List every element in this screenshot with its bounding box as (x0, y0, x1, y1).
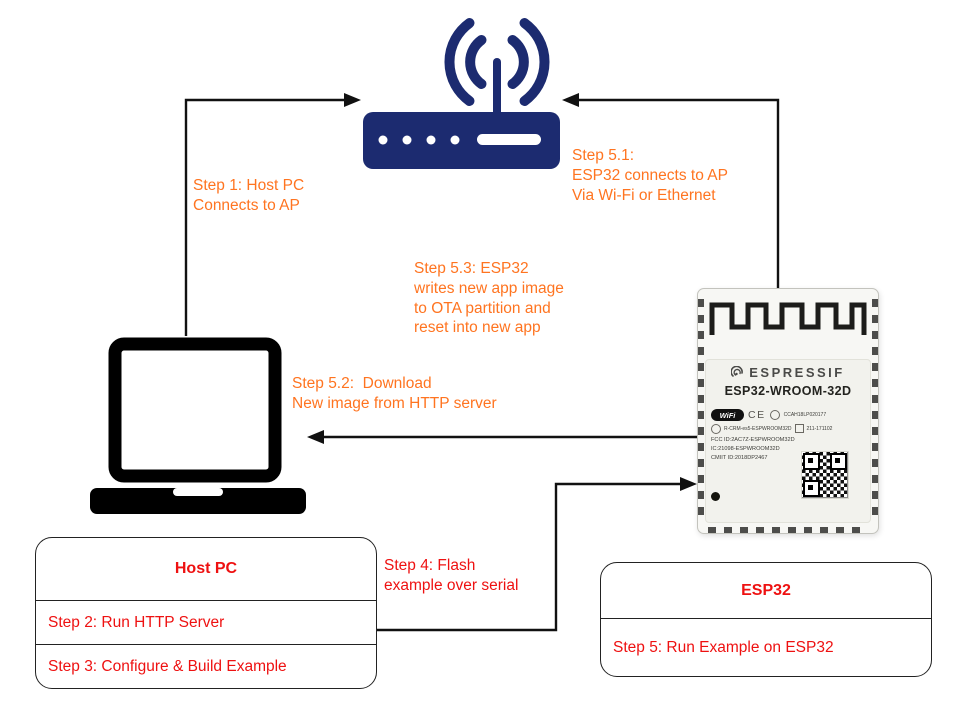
step5-1-label: Step 5.1: ESP32 connects to AP Via Wi-Fi… (572, 147, 728, 204)
cert-ring-icon (769, 410, 780, 420)
cert-id: CCAH18LP020177 (783, 412, 827, 418)
kc-id: R-CRM-es5-ESPWROOM32D (724, 425, 792, 432)
esp32-box-title: ESP32 (741, 581, 791, 599)
laptop-screen (108, 337, 282, 483)
esp32-module: ESPRESSIF ESP32-WROOM-32D WiFi CE CCAH18… (697, 288, 879, 534)
qr-code (801, 451, 849, 499)
router-led (402, 135, 412, 145)
ce-mark: CE (748, 409, 766, 421)
mic-id: 211-171102 (806, 425, 833, 432)
host-pc-laptop-icon (88, 336, 308, 523)
esp32-step5-row: Step 5: Run Example on ESP32 (601, 618, 931, 676)
fcc-id: FCC ID:2AC7Z-ESPWROOM32D (711, 437, 795, 443)
host-pc-box: Host PC Step 2: Run HTTP Server Step 3: … (35, 537, 377, 689)
cmiit-id: CMIIT ID:2018DP2467 (711, 455, 768, 461)
wifi-certified-badge: WiFi (711, 409, 744, 421)
castellated-pads-bottom (708, 527, 868, 533)
pcb-antenna-trace (709, 302, 867, 335)
castellated-pads-right (872, 299, 878, 523)
castellated-pads-left (698, 299, 704, 523)
router-slot (477, 134, 541, 145)
host-pc-box-title: Host PC (174, 560, 238, 577)
host-pc-step3-row: Step 3: Configure & Build Example (36, 644, 376, 688)
module-model: ESP32-WROOM-32D (724, 384, 852, 398)
router-body (363, 112, 560, 169)
arrow-hostpc-to-ap (184, 93, 361, 336)
espressif-logo-icon (731, 366, 744, 377)
step5-3-label: Step 5.3: ESP32 writes new app image to … (414, 260, 564, 337)
access-point-icon (350, 8, 600, 188)
step5-2-label: Step 5.2: Download New image from HTTP s… (292, 375, 497, 412)
pin1-marker (711, 492, 720, 501)
esp32-box: ESP32 Step 5: Run Example on ESP32 (600, 562, 932, 677)
router-led (426, 135, 436, 145)
host-pc-step2-row: Step 2: Run HTTP Server (36, 600, 376, 644)
ic-id: IC:21098-ESPWROOM32D (711, 446, 780, 452)
step1-label: Step 1: Host PC Connects to AP (193, 177, 305, 214)
kc-mark-icon (711, 423, 721, 434)
wifi-signal-icon (444, 18, 550, 106)
router-led (378, 135, 388, 145)
laptop-base (90, 488, 306, 514)
router-led (450, 135, 460, 145)
module-certifications: WiFi CE CCAH18LP020177 R-CRM-es5-ESPWROO… (711, 407, 865, 463)
mic-mark-icon (794, 424, 804, 433)
laptop-notch (173, 488, 223, 496)
step4-label: Step 4: Flash example over serial (384, 557, 519, 594)
module-brand: ESPRESSIF (749, 365, 845, 380)
